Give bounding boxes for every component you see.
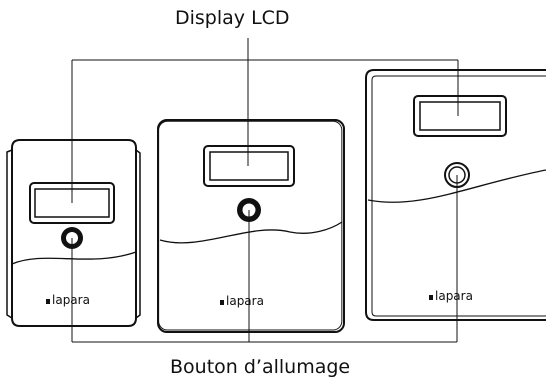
medium-ups-unit: lapara: [157, 119, 345, 333]
callout-lines: [71, 38, 459, 343]
medium-ups-body: [157, 119, 345, 333]
large-ups-unit: lapara: [365, 69, 546, 321]
medium-ups-logo: lapara: [226, 294, 264, 308]
power-button-label: Bouton d’allumage: [170, 356, 351, 378]
large-ups-logo: lapara: [435, 289, 473, 303]
small-ups-unit: lapara: [6, 139, 141, 327]
large-ups-lcd: [413, 95, 507, 137]
small-ups-logo: lapara: [52, 293, 90, 307]
display-lcd-label: Display LCD: [175, 7, 290, 29]
medium-ups-lcd: [203, 145, 295, 187]
large-ups-body: [365, 69, 546, 321]
